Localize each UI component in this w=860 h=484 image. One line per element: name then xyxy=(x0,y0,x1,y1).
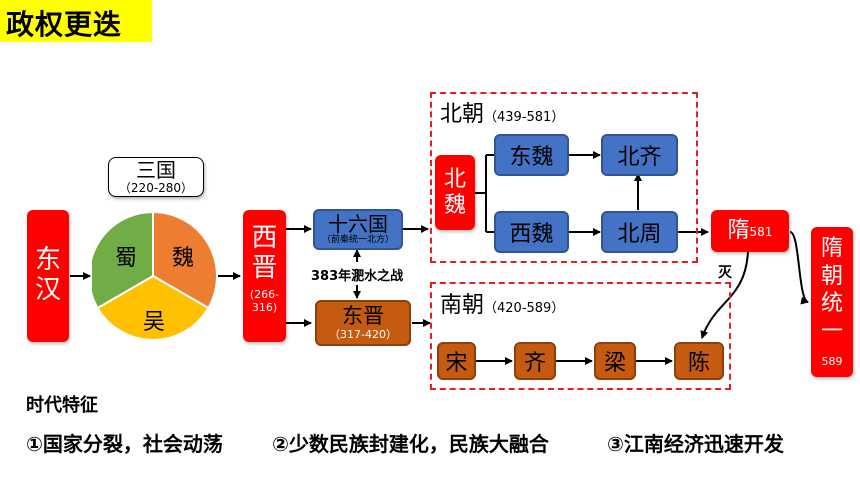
nanchao-heading: 南朝（420-589） xyxy=(440,287,564,319)
box-liang: 梁 xyxy=(594,342,636,380)
state-wei: 魏 xyxy=(172,246,194,271)
title-highlight xyxy=(0,0,152,42)
box-beiqi: 北齐 xyxy=(601,134,678,176)
sanguo-label: 三国 xyxy=(136,158,176,182)
feature-2: ②少数民族封建化，民族大融合 xyxy=(272,432,549,456)
beichao-label: 北朝 xyxy=(440,102,485,127)
xijin-char-1: 西 xyxy=(251,223,278,253)
arrow-sui-chen xyxy=(700,251,749,339)
beichao-frame xyxy=(430,92,698,263)
xijin-years: (266-316) xyxy=(249,287,280,314)
arrow-sui-unify xyxy=(789,231,809,305)
sui-year: 581 xyxy=(749,225,773,240)
state-wu: 吴 xyxy=(143,310,165,335)
box-xijin: 西 晋 (266-316) xyxy=(243,210,286,342)
brace-beiwei-split xyxy=(474,154,494,233)
box-beiwei: 北 魏 xyxy=(435,155,475,230)
unify-year: 589 xyxy=(821,355,843,368)
beichao-years: （439-581） xyxy=(484,110,565,125)
beiwei-char-2: 魏 xyxy=(443,192,466,218)
dongjin-years: （317-420） xyxy=(329,327,397,341)
box-qi: 齐 xyxy=(514,342,556,380)
battle-label: 383年淝水之战 xyxy=(311,269,404,284)
slice-shu xyxy=(92,210,154,310)
slice-wei xyxy=(152,210,218,310)
box-dongjin: 东晋 （317-420） xyxy=(315,300,411,346)
box-chen: 陈 xyxy=(674,342,724,380)
beichao-heading: 北朝（439-581） xyxy=(440,96,564,128)
dongjin-name: 东晋 xyxy=(342,304,384,329)
shiliuguo-name: 十六国 xyxy=(328,212,388,236)
shiliuguo-sub: （前秦统一北方） xyxy=(321,235,394,245)
feature-1: ①国家分裂，社会动荡 xyxy=(26,432,223,456)
box-xiwei: 西魏 xyxy=(494,211,569,253)
nanchao-years: （420-589） xyxy=(484,301,565,316)
donghan-char-2: 汉 xyxy=(34,275,61,305)
feature-3: ③江南经济迅速开发 xyxy=(607,432,784,456)
slice-wu xyxy=(96,274,210,341)
box-song: 宋 xyxy=(437,342,476,380)
nanchao-label: 南朝 xyxy=(440,293,485,318)
box-shiliuguo: 十六国 （前秦统一北方） xyxy=(313,209,403,250)
nanchao-frame xyxy=(430,282,731,390)
sanguo-label-box: 三国 （220-280） xyxy=(108,157,204,197)
unify-char-2: 朝 xyxy=(820,263,843,289)
state-shu: 蜀 xyxy=(115,246,137,271)
sanguo-years: （220-280） xyxy=(118,181,194,195)
donghan-char-1: 东 xyxy=(34,245,61,276)
box-dongwei: 东魏 xyxy=(494,134,569,176)
unify-char-3: 统 xyxy=(820,291,843,316)
xijin-char-2: 晋 xyxy=(251,252,278,283)
unify-char-1: 隋 xyxy=(820,236,843,261)
box-beizhou: 北周 xyxy=(601,211,678,253)
unify-char-4: 一 xyxy=(820,318,843,344)
destroy-label: 灭 xyxy=(718,265,732,281)
sui-name: 隋 xyxy=(727,218,750,244)
beiwei-char-1: 北 xyxy=(443,167,466,193)
sanguo-pie: 蜀 魏 吴 xyxy=(92,210,218,341)
box-donghan: 东 汉 xyxy=(27,210,69,342)
features-heading: 时代特征 xyxy=(26,395,98,416)
page-title: 政权更迭 xyxy=(6,8,123,41)
box-sui-unify: 隋 朝 统 一 589 xyxy=(811,227,853,377)
